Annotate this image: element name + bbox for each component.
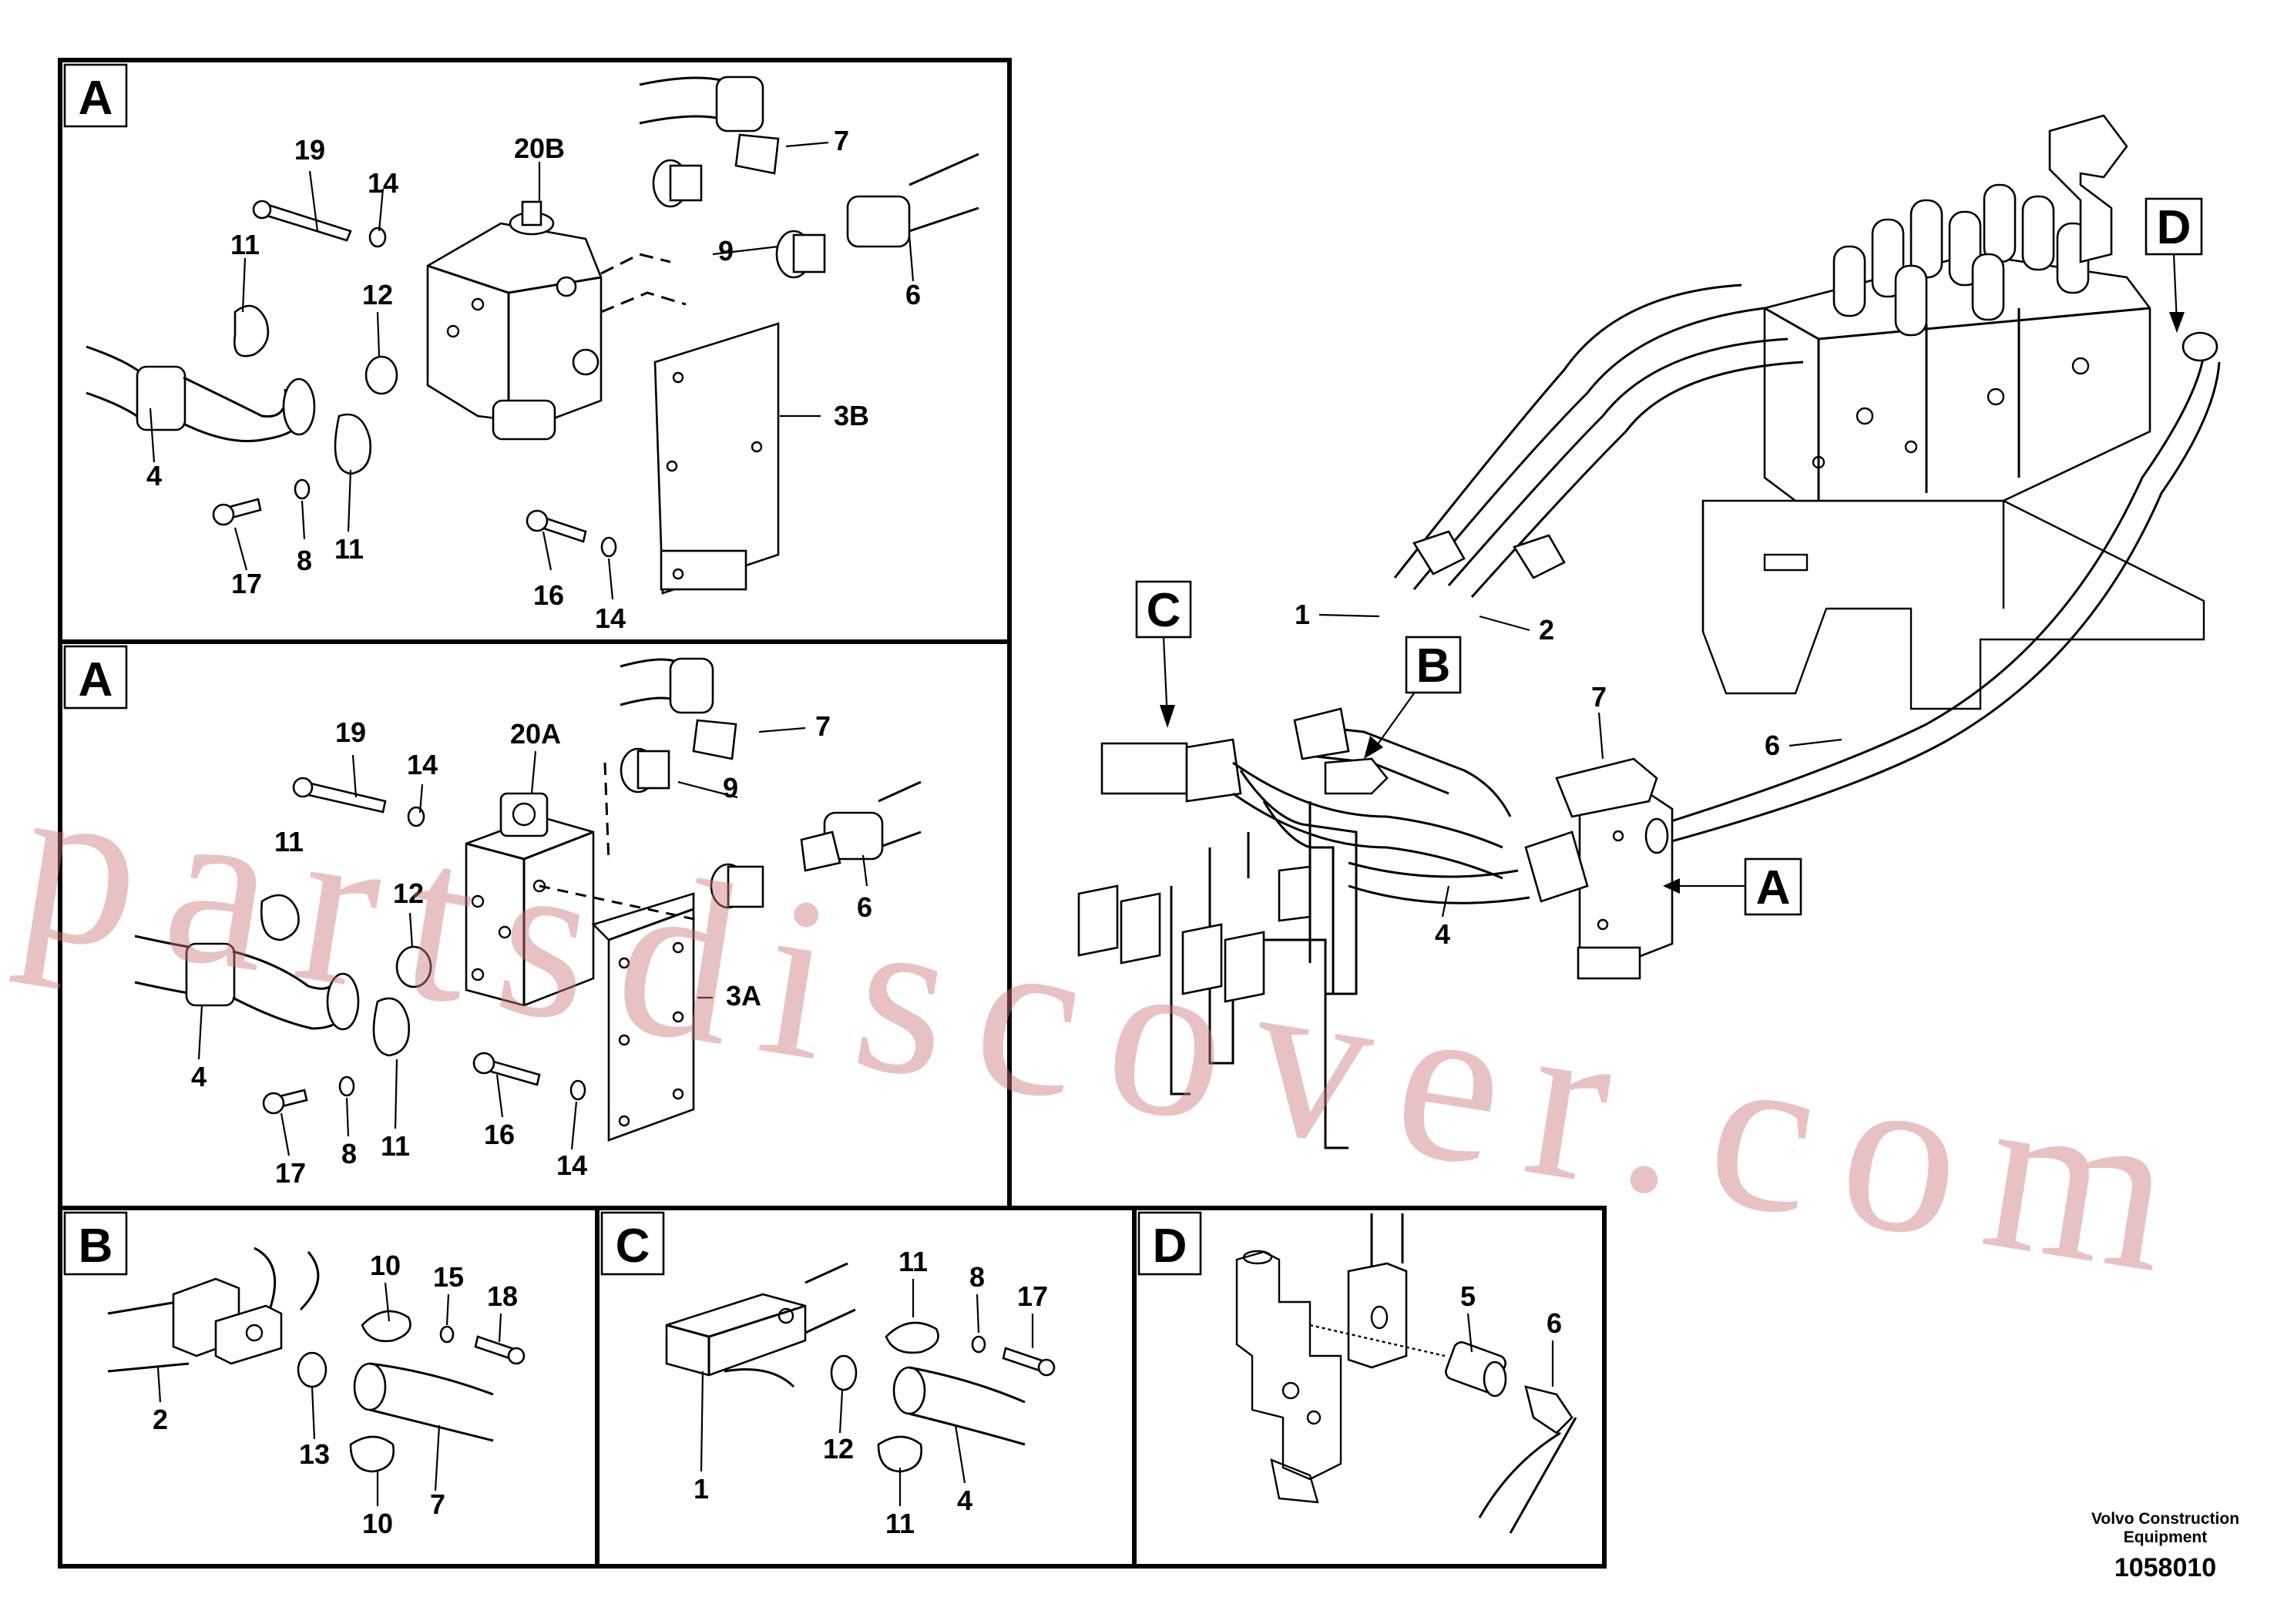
label-6: 6	[905, 279, 921, 310]
label-12: 12	[823, 1433, 854, 1465]
label-7: 7	[430, 1488, 445, 1520]
panel-c-tag: C	[616, 1220, 650, 1273]
label-19: 19	[294, 134, 325, 166]
label-19: 19	[335, 716, 366, 748]
label-20a: 20A	[510, 718, 561, 750]
manifold-flanges	[1077, 884, 1265, 1003]
label-11b: 11	[885, 1508, 915, 1539]
label-15: 15	[433, 1261, 464, 1293]
main-assembly: C B A D 1 2 7 6 4	[1077, 114, 2221, 1149]
callout-a: A	[1756, 861, 1791, 914]
panel-a-top-tag: A	[79, 72, 113, 125]
label-14b: 14	[595, 602, 626, 634]
panel-a-middle-tag: A	[79, 653, 113, 706]
panel-c: C 11 8 17 1 12 4 11	[595, 1206, 1137, 1569]
callout-b: B	[1416, 639, 1451, 693]
callout-c: C	[1147, 584, 1181, 637]
label-2: 2	[1539, 614, 1554, 646]
label-5: 5	[1460, 1280, 1476, 1312]
label-12: 12	[393, 877, 424, 909]
panel-d: D 5 6	[1132, 1206, 1607, 1569]
label-10: 10	[370, 1250, 401, 1281]
label-8: 8	[341, 1138, 357, 1169]
label-14: 14	[407, 749, 438, 780]
label-3a: 3A	[726, 980, 761, 1012]
label-7: 7	[1591, 681, 1607, 713]
label-8: 8	[969, 1261, 985, 1293]
label-11: 11	[898, 1246, 928, 1277]
brand-label: Volvo Construction Equipment	[2091, 1510, 2240, 1546]
label-6: 6	[1547, 1307, 1562, 1339]
panel-a-middle: A	[58, 639, 1012, 1210]
label-13: 13	[299, 1438, 330, 1470]
label-20b: 20B	[514, 133, 565, 164]
label-16: 16	[484, 1119, 515, 1150]
panel-b-tag: B	[79, 1220, 113, 1273]
label-11b: 11	[334, 533, 364, 565]
label-9: 9	[718, 235, 734, 267]
label-1: 1	[1295, 599, 1310, 630]
label-11: 11	[230, 229, 260, 260]
label-4: 4	[1435, 918, 1450, 950]
panel-d-tag: D	[1153, 1220, 1187, 1273]
label-10b: 10	[362, 1508, 393, 1539]
label-18: 18	[487, 1280, 518, 1312]
label-1: 1	[694, 1473, 709, 1505]
label-8: 8	[297, 545, 312, 576]
label-9: 9	[723, 772, 738, 804]
label-4: 4	[957, 1485, 972, 1516]
label-12: 12	[362, 279, 393, 310]
callout-d: D	[2157, 201, 2192, 254]
label-17: 17	[1017, 1280, 1048, 1312]
label-6: 6	[1765, 730, 1780, 761]
label-17: 17	[275, 1157, 306, 1189]
label-11: 11	[274, 826, 304, 857]
label-4: 4	[146, 460, 162, 492]
label-7: 7	[815, 710, 831, 742]
label-16: 16	[533, 579, 564, 611]
panel-b: B 10 15 18 2 13 7 10	[58, 1206, 600, 1569]
label-17: 17	[231, 568, 262, 599]
panel-a-top: A	[58, 58, 1012, 644]
label-14: 14	[368, 167, 398, 199]
label-6: 6	[857, 891, 872, 923]
document-number: 1058010	[2114, 1553, 2217, 1582]
label-4: 4	[191, 1061, 207, 1092]
label-3b: 3B	[834, 400, 869, 431]
label-14b: 14	[556, 1149, 587, 1181]
label-7: 7	[834, 125, 849, 156]
label-2: 2	[153, 1404, 168, 1435]
label-11b: 11	[381, 1130, 410, 1162]
valve-spool-caps	[1832, 183, 2090, 337]
